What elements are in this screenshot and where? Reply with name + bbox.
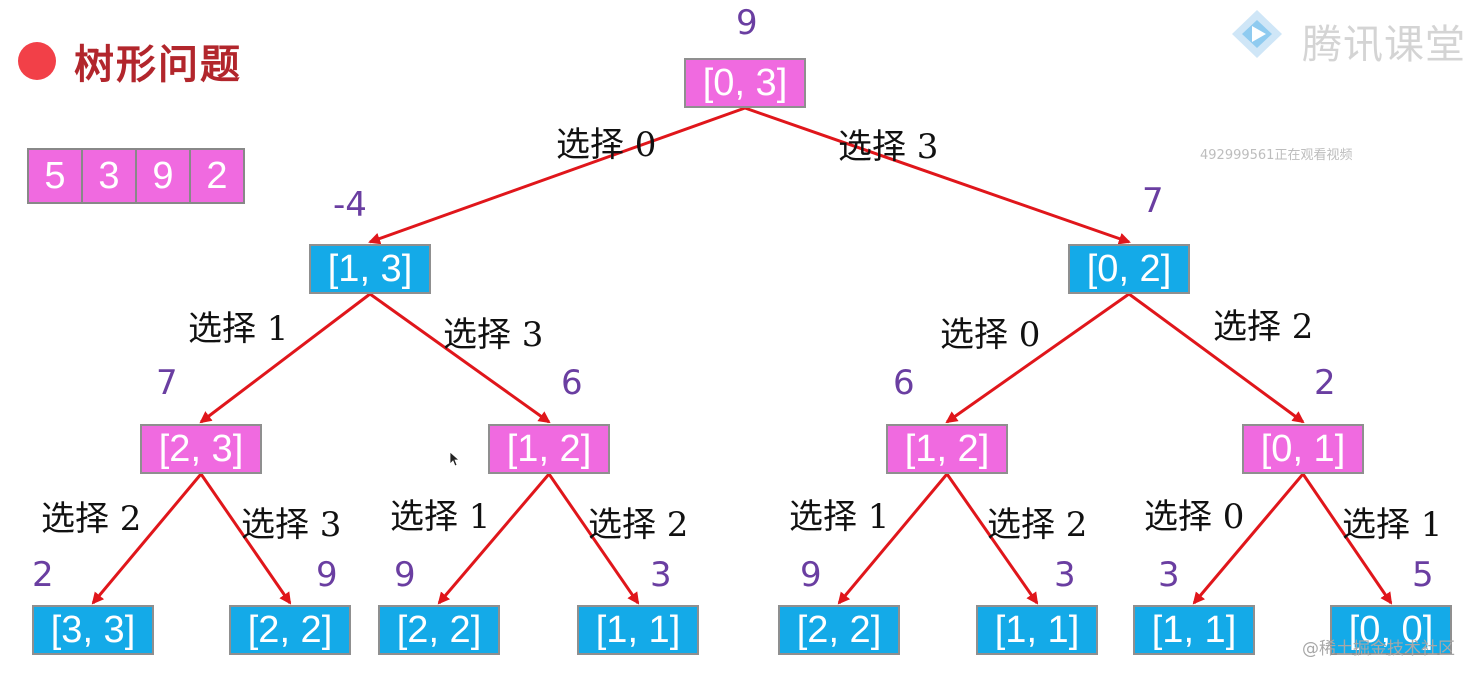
tree-node-range: [0, 2] [1068,244,1190,294]
tree-node-range: [3, 3] [32,605,154,655]
tree-node-range: [1, 2] [488,424,610,474]
tree-node-value: 3 [1158,555,1180,595]
tree-node-value: 9 [316,555,338,595]
array-cell: 5 [27,148,83,204]
tree-node-value: 9 [394,555,416,595]
edge-choice-label: 选择 3 [838,127,939,167]
tree-node-range: [1, 3] [309,244,431,294]
tree-node-value: 6 [893,363,915,403]
edge-choice-label: 选择 1 [1342,505,1443,545]
edge-choice-label: 选择 0 [1144,497,1245,537]
tree-node-range: [2, 2] [778,605,900,655]
tree-node-range: [0, 1] [1242,424,1364,474]
tree-node-value: 9 [736,3,758,43]
array-cell: 3 [81,148,137,204]
tree-edge-arrow [369,292,551,424]
tree-node-value: 2 [1314,363,1336,403]
viewer-watermark: 492999561正在观看视频 [1200,148,1353,163]
tencent-classroom-logo-icon [1232,10,1282,58]
tree-edge-arrow [368,106,746,245]
edge-choice-label: 选择 0 [556,125,657,165]
tree-edge-arrow [199,473,292,605]
tree-node-value: 9 [800,555,822,595]
edge-choice-label: 选择 2 [588,505,689,545]
edge-choice-label: 选择 2 [41,499,142,539]
tree-node-range: [2, 2] [229,605,351,655]
tree-edge-arrow [437,473,551,605]
tree-node-value: 7 [156,363,178,403]
edge-choice-label: 选择 1 [188,309,289,349]
tree-edge-arrow [945,292,1130,424]
tree-node-value: 5 [1412,555,1434,595]
tree-edge-arrow [837,473,949,605]
slide-title: 树形问题 [74,41,242,88]
edge-choice-label: 选择 2 [1213,307,1314,347]
edge-choice-label: 选择 0 [940,315,1041,355]
tree-node-value: 6 [561,363,583,403]
tree-node-range: [1, 1] [577,605,699,655]
brand-logo-text: 腾讯课堂 [1302,22,1466,68]
tree-edge-arrow [945,473,1039,605]
tree-node-value: 3 [650,555,672,595]
edge-choice-label: 选择 3 [443,315,544,355]
tree-node-range: [0, 0] [1330,605,1452,655]
tree-node-range: [1, 2] [886,424,1008,474]
tree-edge-arrow [744,106,1131,245]
tree-node-range: [2, 3] [140,424,262,474]
site-watermark: @稀土掘金技术社区 [1302,639,1455,659]
input-array: 5 3 9 2 [27,148,245,204]
tree-node-value: 2 [32,555,54,595]
tree-edge-arrow [91,473,203,605]
tree-edge-arrow [1301,473,1393,605]
tree-node-value: -4 [333,185,367,225]
edge-choice-label: 选择 2 [987,505,1088,545]
tree-node-range: [0, 3] [684,58,806,108]
mouse-cursor-icon [449,451,459,467]
tree-edge-arrow [199,292,371,424]
tree-edge-arrow [547,473,640,605]
title-bullet-dot [18,42,56,80]
tree-edge-arrow [1192,473,1305,605]
array-cell: 2 [189,148,245,204]
edge-choice-label: 选择 1 [390,497,491,537]
edge-choice-label: 选择 1 [789,497,890,537]
tree-edge-arrow [1128,292,1305,424]
tree-node-value: 7 [1142,181,1164,221]
tree-node-range: [1, 1] [1133,605,1255,655]
tree-node-range: [2, 2] [378,605,500,655]
edge-choice-label: 选择 3 [241,505,342,545]
tree-node-range: [1, 1] [976,605,1098,655]
tree-node-value: 3 [1054,555,1076,595]
